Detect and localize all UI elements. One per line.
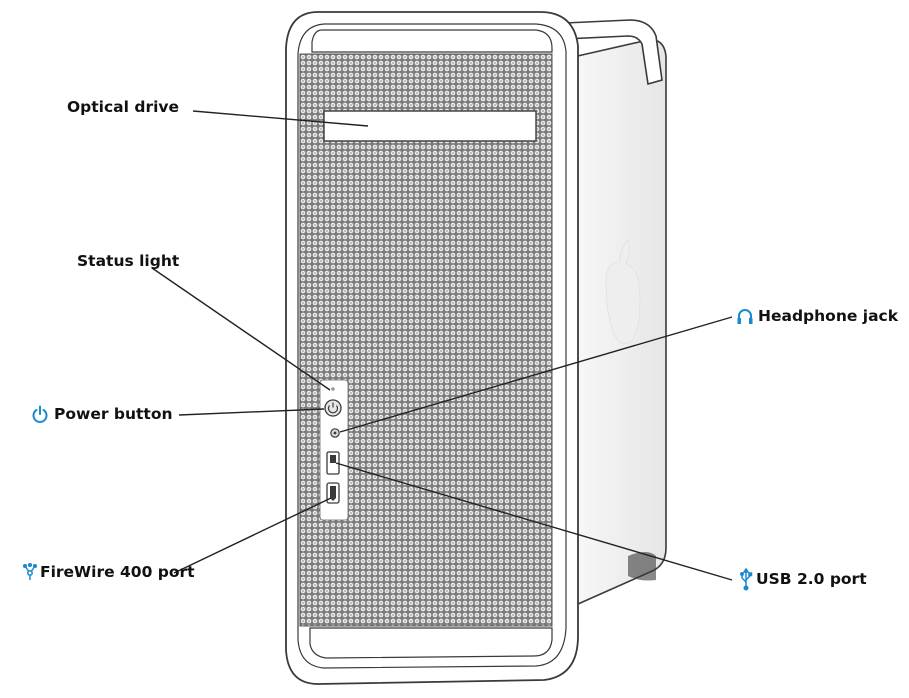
optical-drive-bay[interactable]: [323, 110, 537, 142]
front-top-handle-opening: [311, 29, 553, 53]
headphone-icon: [737, 309, 753, 324]
case-rear-foot: [628, 552, 656, 581]
usb-port-label: USB 2.0 port: [756, 570, 867, 588]
front-grille: [300, 54, 552, 626]
apple-logo: [605, 239, 641, 344]
headphone-leader: [339, 316, 733, 433]
leader-lines: [151, 110, 733, 581]
usb-icon: [740, 567, 753, 591]
optical-drive-leader: [192, 110, 369, 127]
firewire-leader: [173, 497, 332, 574]
power-button-label: Power button: [54, 405, 173, 423]
power-button-leader: [178, 408, 325, 416]
optical-drive-label: Optical drive: [67, 98, 180, 116]
power-button[interactable]: [324, 399, 342, 417]
power-icon: [32, 405, 48, 423]
firewire-port-label: FireWire 400 port: [40, 563, 195, 581]
status-light-label: Status light: [77, 252, 180, 270]
status-light: [331, 387, 335, 391]
firewire-icon: [22, 562, 38, 580]
headphone-jack-label: Headphone jack: [758, 307, 899, 325]
front-bottom-foot-opening: [309, 627, 553, 659]
usb-leader: [335, 462, 733, 581]
status-light-leader: [151, 267, 331, 391]
case-front-frame-inner: [297, 23, 567, 669]
